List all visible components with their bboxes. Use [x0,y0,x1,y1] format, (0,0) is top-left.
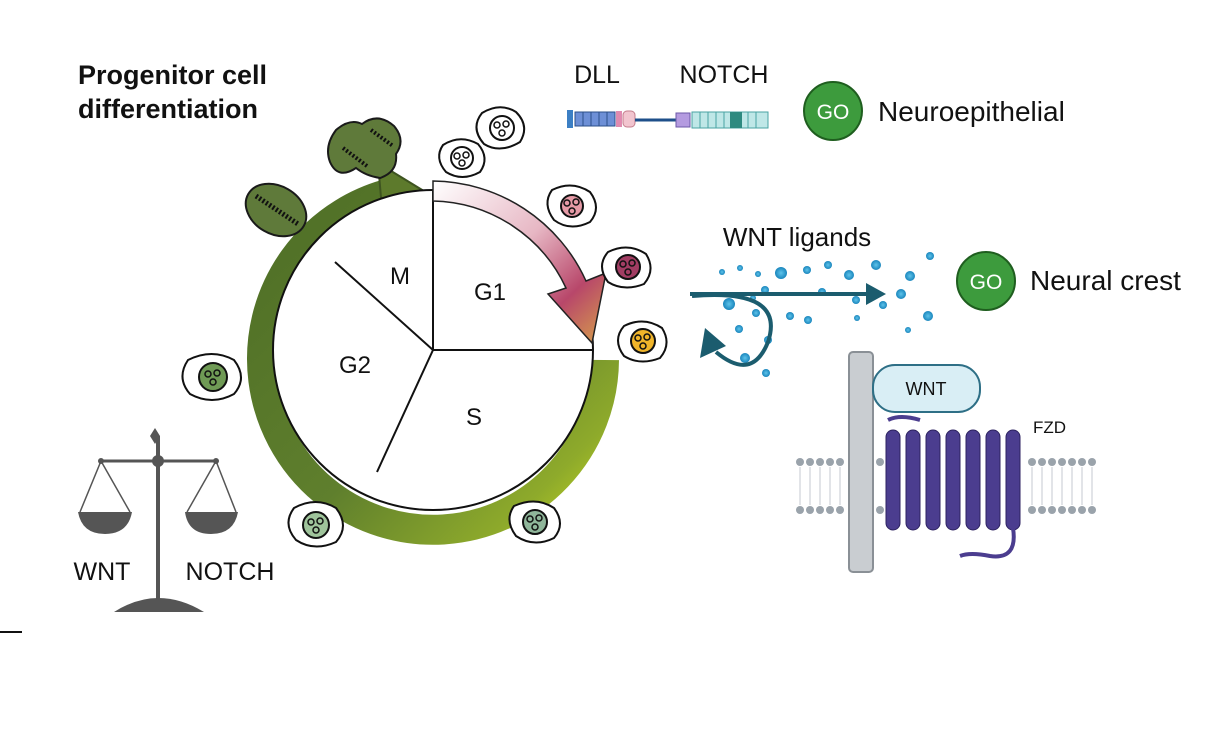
dll-label: DLL [574,61,620,89]
cell-membrane [796,458,1096,514]
go-badge-text-neural-crest: GO [970,271,1003,294]
cell-icon-green-right [508,500,561,544]
dividing-cell-m-phase [327,117,402,180]
cycle-ring-arrow [247,176,619,545]
dll-protein-icon [567,110,676,128]
fzd-receptor [885,415,1021,559]
balance-scale-icon [78,428,238,612]
phase-label-g2: G2 [339,352,371,379]
diagram-title: Progenitor cell differentiation [78,58,267,126]
cell-icon-green-bottom [287,501,344,548]
phase-label-g1: G1 [474,279,506,306]
cell-icon-magenta [601,246,652,289]
fzd-label: FZD [1033,418,1066,437]
wnt-ligand-box: WNT [872,364,981,413]
cell-icon-pink [546,184,597,228]
go-badge-text-neuroepithelial: GO [817,101,850,124]
wnt-signal-arrows [690,283,886,367]
outcome-neural-crest-label: Neural crest [1030,265,1181,296]
cell-cycle: M G1 G2 S [247,161,619,545]
title-line-1: Progenitor cell [78,60,268,90]
wnt-box-label: WNT [906,379,947,399]
balance-left-label: WNT [74,558,131,586]
go-badge-neuroepithelial: GO [803,81,863,141]
wnt-ligand-particles [719,252,934,377]
cell-icon-yellow [617,320,668,363]
phase-label-m: M [390,263,410,290]
cell-metaphase [244,182,308,238]
cell-icon-1 [475,106,526,150]
notch-label: NOTCH [680,61,769,89]
cell-icon-green-left [181,353,242,401]
go-badge-neural-crest: GO [956,251,1016,311]
wnt-ligands-label: WNT ligands [723,222,871,252]
balance-right-label: NOTCH [186,558,275,586]
g1-progress-arrow [432,180,608,345]
title-line-2: differentiation [78,94,258,124]
notch-protein-icon [675,111,769,129]
edge-divider [0,631,22,633]
phase-label-s: S [466,404,482,431]
notch-receptor-complex: DLL NOTCH [567,61,769,129]
outcome-neuroepithelial-label: Neuroepithelial [878,96,1065,127]
cell-icon-2 [438,138,486,178]
co-receptor-bar [848,351,874,573]
